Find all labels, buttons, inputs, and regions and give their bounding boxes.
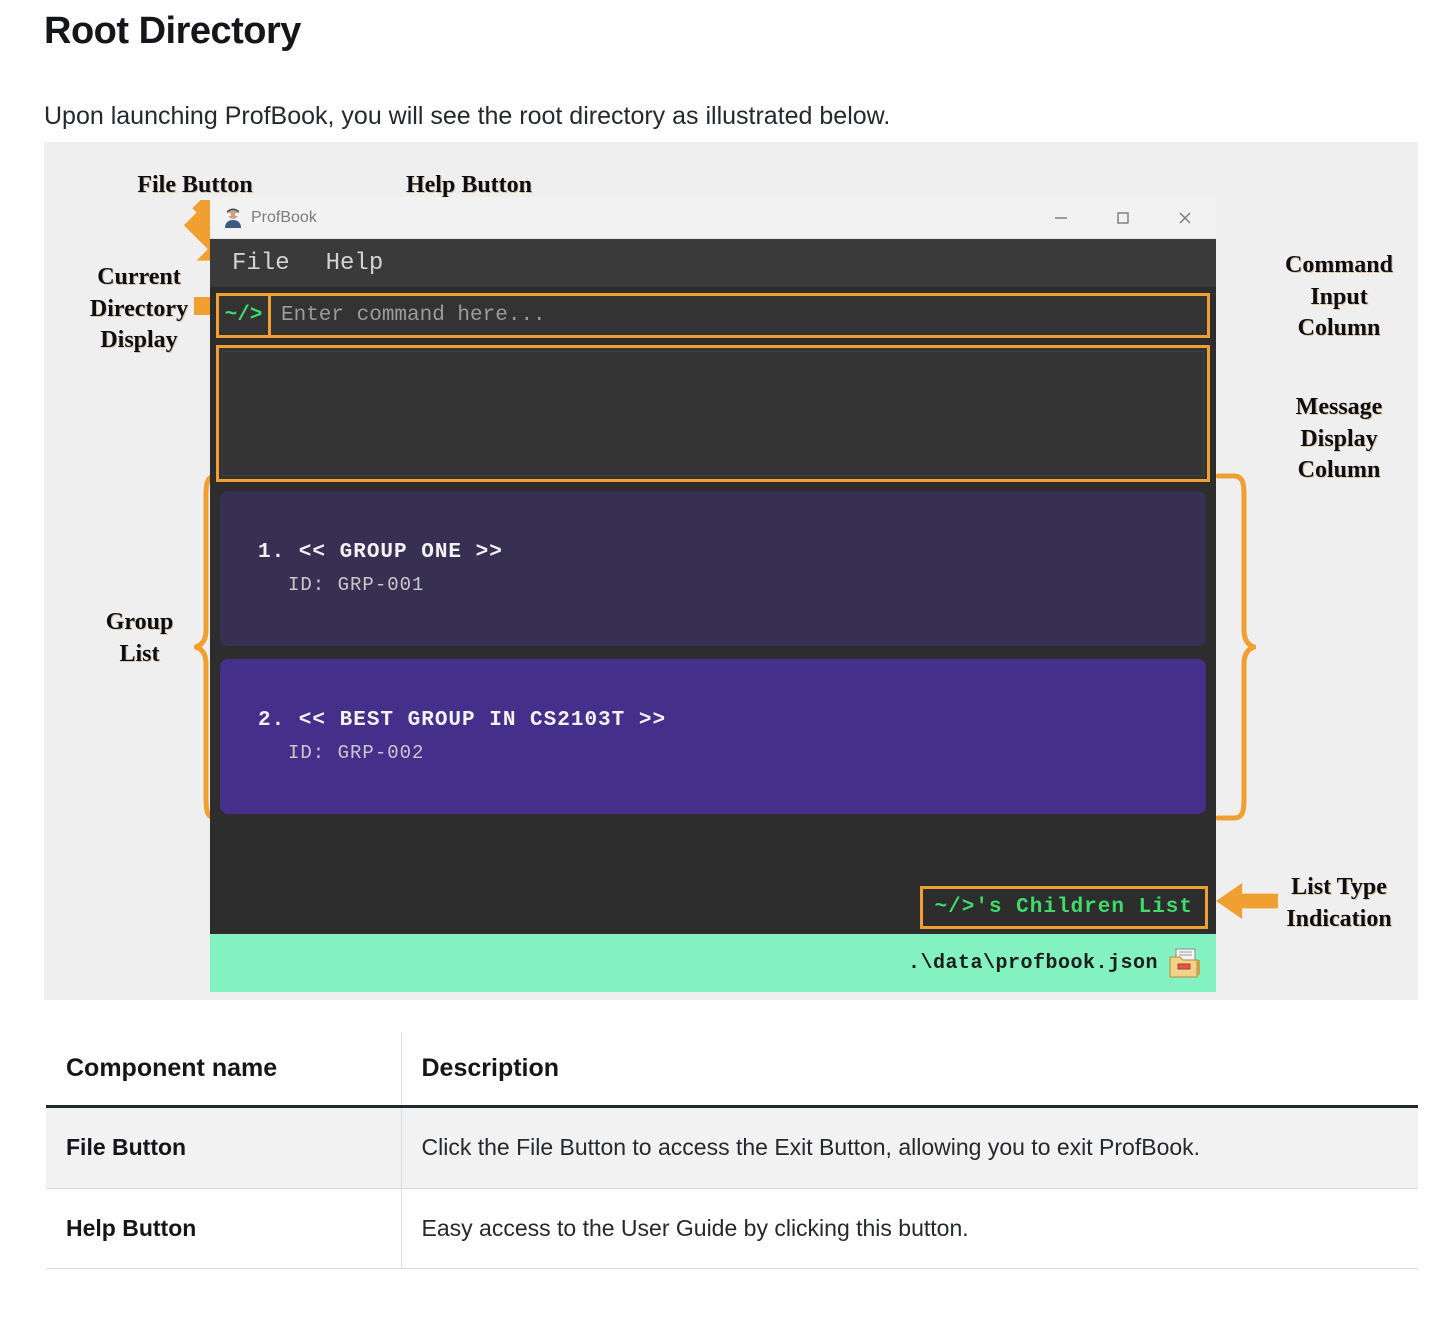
annotation-current-directory-display: Current Directory Display bbox=[44, 262, 234, 357]
annotation-line: Command bbox=[1284, 252, 1393, 278]
minimize-icon[interactable] bbox=[1030, 197, 1092, 239]
annotation-line: Group bbox=[105, 609, 174, 635]
annotation-file-button: File Button bbox=[137, 172, 253, 198]
message-display-content bbox=[222, 351, 1204, 476]
annotation-line: List Type bbox=[1291, 874, 1387, 900]
table-cell-component-name: Help Button bbox=[46, 1188, 402, 1270]
annotation-line: Message bbox=[1295, 394, 1383, 420]
annotation-message-display-column: Message Display Column bbox=[1259, 392, 1419, 487]
command-input-column: ~/> Enter command here... bbox=[216, 293, 1210, 338]
page-title: Root Directory bbox=[44, 10, 301, 52]
group-list: 1. << GROUP ONE >> ID: GRP-001 2. << BES… bbox=[220, 491, 1206, 814]
menu-bar: File Help bbox=[210, 239, 1216, 287]
command-input-field[interactable]: Enter command here... bbox=[271, 296, 1207, 335]
annotation-line: Indication bbox=[1286, 905, 1392, 932]
status-bar: .\data\profbook.json bbox=[210, 934, 1216, 992]
table-row: File Button Click the File Button to acc… bbox=[46, 1106, 1418, 1189]
arrow-to-list-type-indication bbox=[1216, 883, 1278, 919]
component-table: Component name Description File Button C… bbox=[46, 1032, 1418, 1270]
status-bar-path: .\data\profbook.json bbox=[907, 951, 1158, 975]
app-title: ProfBook bbox=[251, 208, 317, 226]
group-id: ID: GRP-001 bbox=[288, 574, 425, 596]
table-cell-component-name: File Button bbox=[46, 1106, 402, 1189]
title-bar: ProfBook bbox=[210, 197, 1216, 239]
annotation-line: Current bbox=[97, 264, 181, 290]
annotated-screenshot-figure: File Button Help Button Current Director… bbox=[44, 142, 1418, 1000]
table-cell-description: Click the File Button to access the Exit… bbox=[401, 1106, 1418, 1189]
brace-group-list-right bbox=[1216, 473, 1256, 821]
column-header-description: Description bbox=[401, 1032, 1418, 1108]
brace-group-list-left bbox=[194, 473, 234, 821]
annotation-line: Column bbox=[1297, 457, 1381, 484]
maximize-icon[interactable] bbox=[1092, 197, 1154, 239]
annotation-list-type-indication: List Type Indication bbox=[1259, 872, 1419, 935]
annotation-command-input-column: Command Input Column bbox=[1259, 250, 1419, 345]
annotation-line: Input bbox=[1310, 283, 1368, 310]
file-menu-button[interactable]: File bbox=[232, 249, 290, 277]
annotation-group-list: Group List bbox=[52, 607, 227, 670]
annotation-line: Directory bbox=[89, 295, 189, 322]
help-menu-button[interactable]: Help bbox=[325, 249, 384, 277]
table-row: Help Button Easy access to the User Guid… bbox=[46, 1188, 1418, 1270]
profbook-app-window: ProfBook File Help ~/> Enter com bbox=[210, 197, 1216, 992]
close-icon[interactable] bbox=[1154, 197, 1216, 239]
window-controls bbox=[1030, 197, 1216, 239]
message-display-column bbox=[216, 345, 1210, 482]
annotation-line: Column bbox=[1297, 315, 1381, 342]
annotation-line: Display bbox=[100, 327, 178, 354]
list-item[interactable]: 1. << GROUP ONE >> ID: GRP-001 bbox=[220, 491, 1206, 646]
list-type-indication: ~/>'s Children List bbox=[919, 886, 1208, 929]
intro-paragraph: Upon launching ProfBook, you will see th… bbox=[44, 102, 891, 130]
annotation-line: List bbox=[119, 640, 160, 667]
app-body: File Help ~/> Enter command here... 1. <… bbox=[210, 239, 1216, 992]
column-header-component-name: Component name bbox=[46, 1032, 402, 1108]
current-directory-display: ~/> bbox=[219, 296, 271, 335]
group-id: ID: GRP-002 bbox=[288, 742, 425, 764]
annotation-help-button: Help Button bbox=[405, 172, 533, 198]
table-header-row: Component name Description bbox=[46, 1032, 1418, 1108]
profbook-app-icon bbox=[225, 208, 241, 228]
list-item[interactable]: 2. << BEST GROUP IN CS2103T >> ID: GRP-0… bbox=[220, 659, 1206, 814]
folder-icon bbox=[1169, 948, 1200, 978]
group-name: 2. << BEST GROUP IN CS2103T >> bbox=[258, 709, 667, 732]
group-name: 1. << GROUP ONE >> bbox=[258, 541, 503, 564]
list-type-indication-wrapper: ~/>'s Children List bbox=[919, 886, 1208, 929]
table-cell-description: Easy access to the User Guide by clickin… bbox=[401, 1188, 1418, 1270]
annotation-line: Display bbox=[1300, 425, 1378, 452]
